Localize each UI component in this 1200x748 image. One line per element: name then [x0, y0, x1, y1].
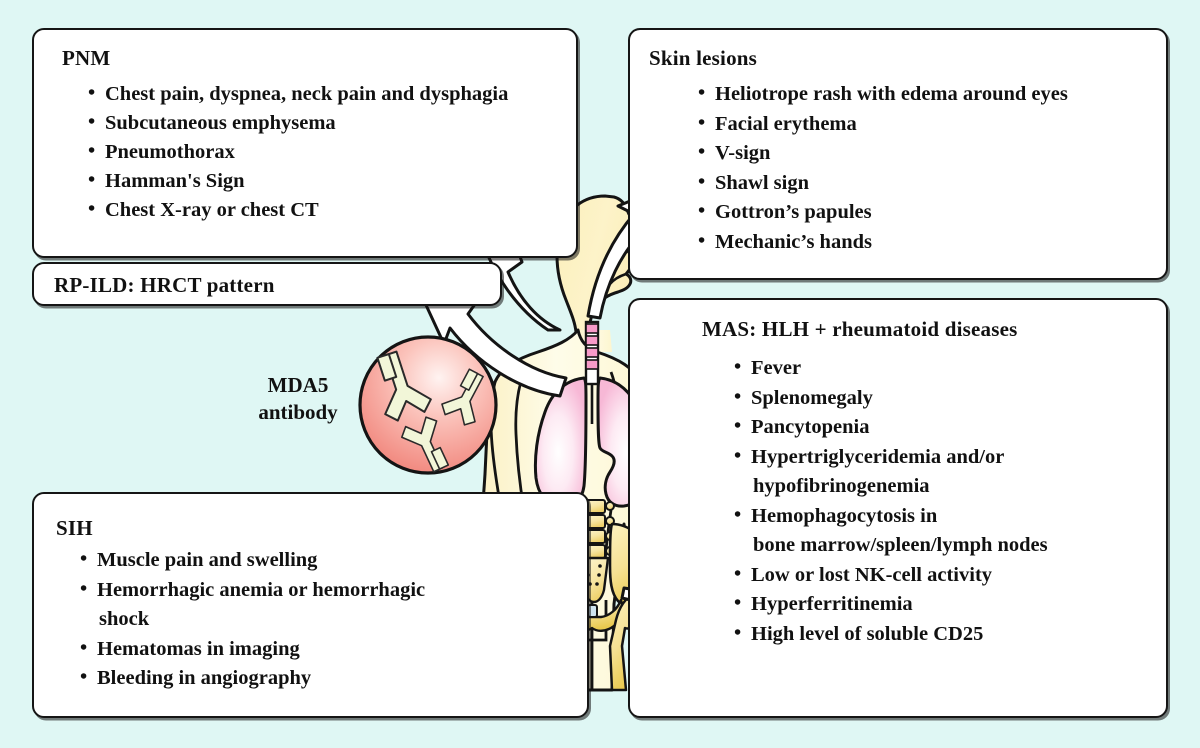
list-item-line1: Low or lost NK-cell activity — [751, 563, 993, 586]
list-item: Splenomegaly — [734, 383, 1048, 414]
list-item: V-sign — [698, 138, 1068, 169]
panel-mas[interactable]: MAS: HLH + rheumatoid diseases Fever Spl… — [628, 298, 1168, 718]
antibody-glyphs — [376, 350, 484, 473]
list-item-line1: Pancytopenia — [751, 416, 870, 438]
jaw-detail — [604, 272, 628, 298]
list-item: Chest X-ray or chest CT — [88, 195, 508, 225]
list-item-line2: shock — [99, 608, 150, 630]
panel-pnm-title: PNM — [62, 46, 111, 70]
list-item: Pancytopenia — [734, 412, 1048, 443]
panel-rpild-title: RP-ILD: HRCT pattern — [54, 273, 275, 297]
list-item-line1: Hypertriglyceridemia and/or — [751, 445, 1005, 468]
list-item: Hemorrhagic anemia or hemorrhagic shock — [80, 575, 426, 635]
lung-left — [533, 376, 588, 508]
pubic-symphysis — [587, 604, 598, 618]
list-item-line1: Bleeding in angiography — [97, 667, 312, 689]
list-item: Subcutaneous emphysema — [88, 108, 508, 138]
list-item: Hyperferritinemia — [734, 589, 1048, 620]
panel-skin-title: Skin lesions — [649, 46, 758, 70]
list-item-line2: bone marrow/spleen/lymph nodes — [753, 534, 1048, 556]
list-item-line1: Hemophagocytosis in — [751, 504, 938, 527]
panel-sih-title: SIH — [56, 516, 93, 540]
list-item: Bleeding in angiography — [80, 663, 425, 694]
list-item: Muscle pain and swelling — [80, 545, 425, 576]
list-item-line1: Hyperferritinemia — [751, 593, 913, 615]
panel-skin-list: Heliotrope rash with edema around eyes F… — [698, 79, 1068, 258]
mda5-label-line1: MDA5 — [267, 373, 329, 397]
panel-mas-list: Fever Splenomegaly Pancytopenia Hypertri… — [734, 353, 1048, 650]
list-item-line2: hypofibrinogenemia — [753, 475, 930, 497]
list-item-line1: High level of soluble CD25 — [751, 622, 984, 645]
arrow-to-rpild — [418, 290, 568, 398]
list-item: Mechanic’s hands — [698, 227, 1068, 258]
trachea — [584, 320, 600, 424]
panel-skin-lesions[interactable]: Skin lesions Heliotrope rash with edema … — [628, 28, 1168, 280]
list-item: Low or lost NK-cell activity — [734, 560, 1048, 591]
list-item-line1: Hemorrhagic anemia or hemorrhagic — [97, 578, 426, 601]
list-item-line1: Hematomas in imaging — [97, 637, 300, 660]
panel-rpild[interactable]: RP-ILD: HRCT pattern — [32, 262, 502, 306]
list-item: Hypertriglyceridemia and/or hypofibrinog… — [734, 442, 1048, 502]
list-item-line1: Muscle pain and swelling — [97, 549, 318, 571]
neck — [576, 330, 612, 352]
mda5-antibody-label: MDA5 antibody — [238, 372, 358, 426]
list-item: Hamman's Sign — [88, 166, 508, 196]
list-item: Facial erythema — [698, 109, 1068, 140]
panel-mas-title: MAS: HLH + rheumatoid diseases — [702, 317, 1018, 341]
panel-pnm[interactable]: PNM Chest pain, dyspnea, neck pain and d… — [32, 28, 578, 258]
right-arm-inner — [603, 371, 621, 563]
list-item: Heliotrope rash with edema around eyes — [698, 79, 1068, 110]
list-item: Hematomas in imaging — [80, 634, 425, 665]
list-item: Fever — [734, 353, 1048, 384]
panel-pnm-list: Chest pain, dyspnea, neck pain and dysph… — [88, 79, 508, 225]
list-item: Shawl sign — [698, 168, 1068, 199]
list-item: High level of soluble CD25 — [734, 619, 1048, 650]
list-item-line1: Fever — [751, 357, 802, 379]
mda5-label-line2: antibody — [258, 400, 338, 424]
panel-sih[interactable]: SIH Muscle pain and swelling Hemorrhagic… — [32, 492, 589, 718]
panel-sih-list: Muscle pain and swelling Hemorrhagic ane… — [80, 545, 426, 694]
list-item: Hemophagocytosis in bone marrow/spleen/l… — [734, 501, 1048, 561]
list-item-line1: Splenomegaly — [751, 386, 873, 409]
list-item: Gottron’s papules — [698, 197, 1068, 228]
list-item: Chest pain, dyspnea, neck pain and dysph… — [88, 79, 508, 109]
mda5-antibody-circle — [358, 335, 498, 475]
list-item: Pneumothorax — [88, 137, 508, 167]
